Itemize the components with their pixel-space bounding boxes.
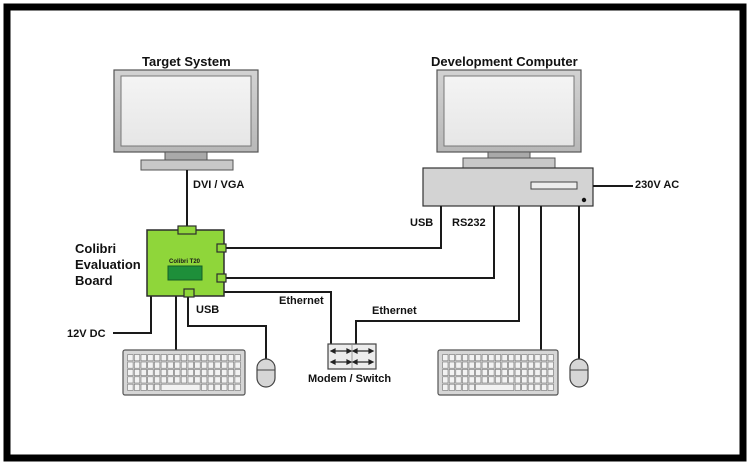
target-monitor-icon bbox=[113, 69, 259, 171]
left-keyboard-icon bbox=[122, 349, 246, 396]
modem-switch-label: Modem / Switch bbox=[308, 373, 392, 385]
board-label-line2: Evaluation bbox=[75, 257, 141, 272]
switch-icon bbox=[327, 343, 377, 370]
dc-power-label: 12V DC bbox=[67, 328, 106, 340]
board-label-line3: Board bbox=[75, 273, 113, 288]
ac-power-label: 230V AC bbox=[635, 179, 680, 191]
connection-lines bbox=[113, 170, 633, 360]
usb-pc-label: USB bbox=[410, 217, 434, 229]
development-computer-label: Development Computer bbox=[431, 54, 578, 69]
target-system-label: Target System bbox=[142, 54, 231, 69]
outer-frame bbox=[3, 3, 747, 462]
colibri-board bbox=[146, 225, 227, 298]
board-label-line1: Colibri bbox=[75, 241, 117, 256]
dev-pc-case-icon bbox=[422, 167, 594, 207]
right-keyboard-icon bbox=[437, 349, 559, 396]
dev-monitor-icon bbox=[436, 69, 582, 169]
right-mouse-icon bbox=[569, 358, 589, 388]
usb-board-label: USB bbox=[196, 304, 220, 316]
ethernet-right-label: Ethernet bbox=[372, 305, 417, 317]
dvi-vga-label: DVI / VGA bbox=[193, 179, 245, 191]
rs232-label: RS232 bbox=[452, 217, 486, 229]
ethernet-left-label: Ethernet bbox=[279, 295, 324, 307]
module-label: Colibri T20 bbox=[169, 259, 201, 265]
left-mouse-icon bbox=[256, 358, 276, 388]
